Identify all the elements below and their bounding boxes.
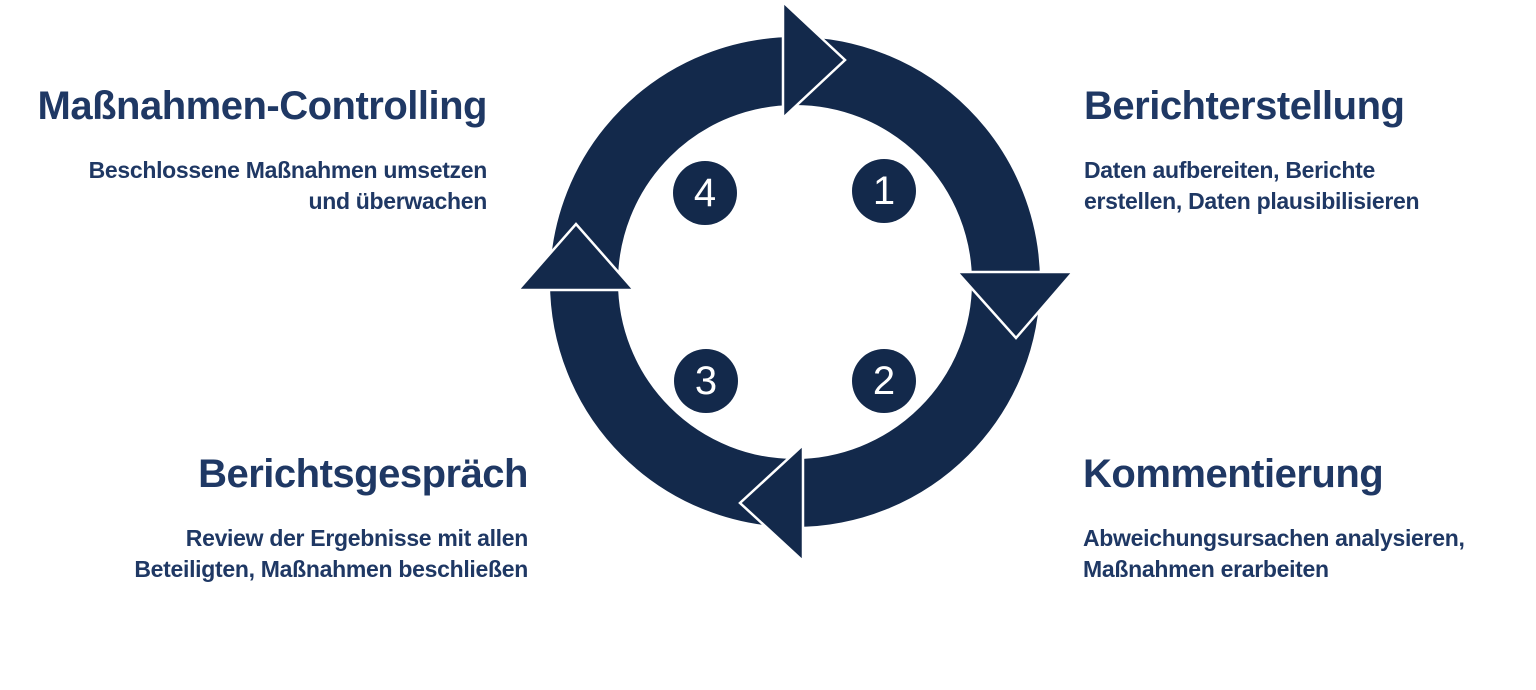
- quadrant-description: Daten aufbereiten, Berichte erstellen, D…: [1084, 155, 1420, 217]
- description-line: Maßnahmen erarbeiten: [1083, 556, 1329, 582]
- quadrant-title-berichterstellung: Berichterstellung: [1084, 84, 1405, 128]
- description-line: Beschlossene Maßnahmen umsetzen: [88, 157, 488, 183]
- description-line: und überwachen: [308, 188, 487, 214]
- description-line: Abweichungsursachen analysieren,: [1083, 525, 1465, 551]
- quadrant-description: Abweichungsursachen analysieren, Maßnahm…: [1083, 523, 1465, 585]
- quadrant-description: Beschlossene Maßnahmen umsetzen und über…: [38, 155, 488, 217]
- arrow-up-icon: [515, 222, 637, 292]
- quadrant-bottom-left: Berichtsgespräch Review der Ergebnisse m…: [134, 452, 528, 585]
- quadrant-title-berichtsgespraech: Berichtsgespräch: [198, 452, 528, 496]
- step-badge-4: 4: [673, 161, 737, 225]
- quadrant-top-right: Berichterstellung Daten aufbereiten, Ber…: [1084, 84, 1420, 217]
- description-line: erstellen, Daten plausibilisieren: [1084, 188, 1420, 214]
- step-badge-3: 3: [674, 349, 738, 413]
- arrow-down-icon: [954, 270, 1076, 340]
- description-line: Beteiligten, Maßnahmen beschließen: [134, 556, 528, 582]
- arrow-left-icon: [738, 442, 805, 564]
- arrow-right-icon: [781, 0, 847, 121]
- description-line: Review der Ergebnisse mit allen: [185, 525, 529, 551]
- quadrant-bottom-right: Kommentierung Abweichungsursachen analys…: [1083, 452, 1465, 585]
- quadrant-title-kommentierung: Kommentierung: [1083, 452, 1384, 496]
- ring-circle: [550, 37, 1040, 527]
- description-line: Daten aufbereiten, Berichte: [1084, 157, 1375, 183]
- quadrant-top-left: Maßnahmen-Controlling Beschlossene Maßna…: [37, 84, 488, 217]
- step-badge-2: 2: [852, 349, 916, 413]
- quadrant-description: Review der Ergebnisse mit allen Beteilig…: [134, 523, 528, 585]
- step-badge-1: 1: [852, 159, 916, 223]
- quadrant-title-massnahmen-controlling: Maßnahmen-Controlling: [37, 84, 488, 128]
